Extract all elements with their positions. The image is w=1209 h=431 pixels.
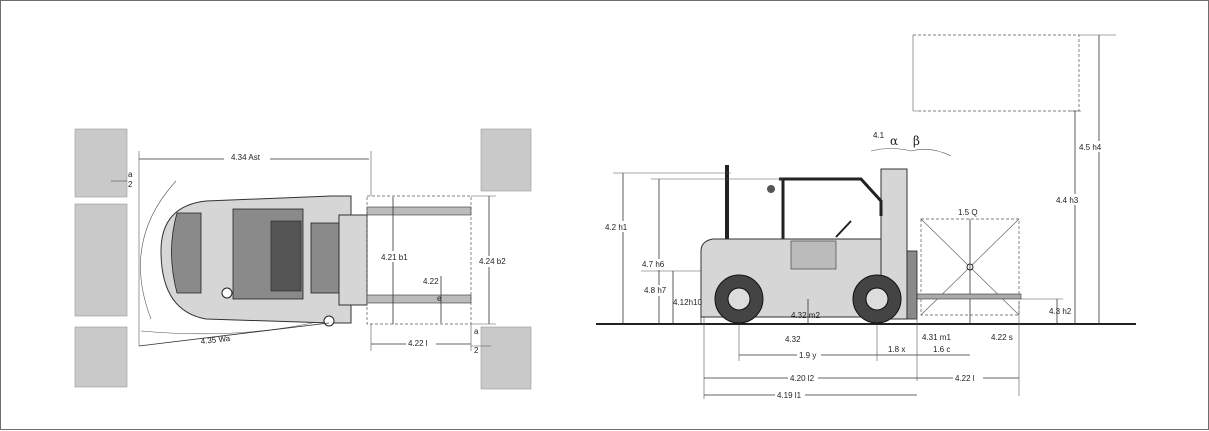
top-view: 4.34 Ast a 2 4.21 b1 4.24 b2 4.22 e 4.22… — [74, 128, 532, 390]
h4-label-bg — [1077, 141, 1107, 152]
l2-label-bg — [788, 372, 818, 383]
m2-label: 4.32 m2 — [791, 311, 820, 320]
l1-label-bg — [775, 389, 805, 400]
fork-upper — [366, 206, 472, 216]
h3-label: 4.4 h3 — [1056, 196, 1079, 205]
tilt-arc-right — [910, 149, 952, 157]
h10-label: 4.12h10 — [673, 298, 702, 307]
alpha-label: α — [890, 134, 898, 148]
tilt-label: 4.1 — [873, 131, 885, 140]
load-outline-top — [366, 195, 472, 325]
beta-label: β — [913, 134, 920, 148]
fork-side — [915, 293, 1022, 300]
rear-wheel-marker — [221, 287, 233, 299]
y-label: 1.9 y — [799, 351, 816, 360]
x-label: 1.8 x — [888, 345, 905, 354]
h7-label: 4.8 h7 — [644, 286, 667, 295]
a-bot-half-label: 2 — [474, 346, 479, 355]
front-axle — [310, 222, 342, 294]
side-view: 1.5 Q 4.1 α β 4.2 h1 — [596, 34, 1136, 400]
h2-label: 4.3 h2 — [1049, 307, 1072, 316]
overhead-guard — [779, 177, 883, 216]
b1-label: 4.21 b1 — [381, 253, 408, 262]
steer-wheel-marker — [323, 315, 335, 327]
h4-label: 4.5 h4 — [1079, 143, 1102, 152]
l1-label: 4.19 l1 — [777, 391, 802, 400]
b2-label: 4.24 b2 — [479, 257, 506, 266]
b2-label-bg — [477, 256, 509, 267]
ast-label: 4.34 Ast — [231, 153, 261, 162]
wa-dim-line — [138, 322, 330, 347]
turning-arc — [140, 180, 177, 320]
h1-label-bg — [603, 221, 631, 232]
m1-label: 4.31 m1 — [922, 333, 951, 342]
carriage — [338, 214, 368, 306]
c-label: 1.6 c — [933, 345, 950, 354]
b1-label-bg — [379, 251, 411, 262]
h3-label-bg — [1053, 194, 1083, 205]
h7-label-bg — [642, 285, 672, 296]
wall-block-left-top — [74, 128, 128, 198]
a-top-label: a — [128, 170, 133, 179]
h6-label-bg — [640, 259, 670, 270]
h1-label: 4.2 h1 — [605, 223, 628, 232]
e-label: 4.22 — [423, 277, 439, 286]
warning-light — [767, 185, 775, 193]
raised-load-side — [912, 35, 921, 112]
l-side-label: 4.22 l — [955, 374, 975, 383]
carriage-side — [906, 250, 918, 320]
seat-area — [270, 220, 302, 292]
wall-block-left-middle — [74, 203, 128, 317]
y-label-bg — [797, 350, 821, 361]
wall-block-right-top — [480, 128, 532, 192]
front-wheel-hub — [865, 287, 889, 311]
wall-block-left-bottom — [74, 326, 128, 388]
l-side-label-bg — [953, 372, 983, 383]
q-label: 1.5 Q — [958, 208, 978, 217]
h6-label: 4.7 h6 — [642, 260, 665, 269]
a-top-half-label: 2 — [128, 180, 133, 189]
seat — [790, 240, 837, 270]
rear-wheel-hub — [727, 287, 751, 311]
raised-load-outline — [913, 34, 1080, 112]
s-label: 4.22 s — [991, 333, 1013, 342]
fork-lower — [366, 294, 472, 304]
ast-label-bg — [224, 151, 270, 163]
e-vert-label: e — [437, 294, 442, 303]
m-small-label: 4.32 — [785, 335, 801, 344]
a-bot-label: a — [474, 327, 479, 336]
steering-wheel — [835, 220, 852, 238]
wall-block-right-bottom — [480, 326, 532, 390]
l-label-bg — [406, 338, 436, 349]
counterweight — [171, 212, 202, 294]
wa-label: 4.35 Wa — [200, 334, 231, 346]
l2-label: 4.20 l2 — [790, 374, 815, 383]
l-label: 4.22 l — [408, 339, 428, 348]
tilt-arc-left — [870, 148, 912, 152]
